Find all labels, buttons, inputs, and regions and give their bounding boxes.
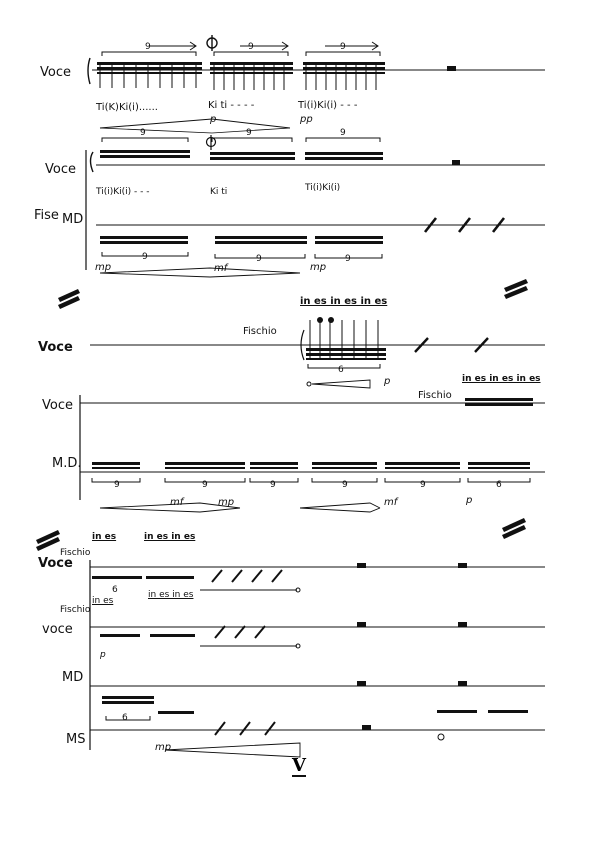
system-1: [87, 35, 545, 134]
syllable-text: Ti(i)Ki(i): [305, 183, 341, 193]
tuplet-number: 9: [142, 252, 148, 262]
syllable-text: in es in es in es: [462, 374, 541, 384]
dynamic-marking: mp: [155, 742, 172, 753]
instrument-label-md: MD: [62, 670, 84, 685]
beam-group: [97, 62, 202, 74]
system-3: [90, 317, 545, 389]
tuplet-number: 9: [340, 128, 346, 138]
dynamic-marking: p: [210, 114, 217, 125]
instrument-label-voce: Voce: [38, 556, 73, 571]
section-break-marker: [36, 518, 526, 551]
system-5: [89, 560, 545, 758]
syllable-text: in es in es: [144, 532, 196, 542]
tuplet-number: 9: [202, 480, 208, 490]
tuplet-number: 9: [256, 254, 262, 264]
syllable-text: Ti(i)Ki(i) - - -: [96, 187, 150, 197]
section-break-marker: [58, 279, 528, 309]
tuplet-number: 9: [342, 480, 348, 490]
tuplet-number: 6: [338, 365, 344, 375]
syllable-text: Ki ti - - - -: [208, 100, 255, 111]
syllable-text: Ki ti: [210, 187, 228, 197]
syllable-text: Ti(K)Ki(i)......: [96, 102, 158, 113]
technique-fischio: Fischio: [418, 390, 452, 401]
tuplet-number: 9: [270, 480, 276, 490]
tuplet-number: 9: [140, 128, 146, 138]
system-4: [79, 395, 545, 513]
technique-fischio: Fischio: [243, 326, 277, 337]
dynamic-marking: pp: [300, 114, 313, 125]
tuplet-number: 9: [145, 42, 151, 52]
instrument-label-voce: Voce: [38, 340, 73, 355]
syllable-text: in es: [92, 596, 114, 606]
tuplet-number: 9: [246, 128, 252, 138]
dynamic-marking: mf: [170, 497, 184, 508]
beam-group: [210, 62, 293, 74]
syllable-text: in es in es in es: [300, 296, 388, 307]
dynamic-marking: mp: [218, 497, 235, 508]
tuplet-number: 9: [114, 480, 120, 490]
syllable-text: in es: [92, 532, 117, 542]
dynamic-marking: p: [384, 376, 391, 387]
tuplet-number: 9: [340, 42, 346, 52]
tuplet-number: 6: [122, 713, 128, 723]
tuplet-number: 9: [345, 254, 351, 264]
dynamic-marking: p: [100, 650, 106, 660]
beam-group: [303, 62, 385, 74]
instrument-label-voce: Voce: [40, 65, 71, 80]
instrument-label-fise: Fise: [34, 208, 59, 223]
dynamic-marking: mf: [384, 497, 398, 508]
tuplet-number: 6: [112, 585, 118, 595]
instrument-label-voce: voce: [42, 622, 73, 637]
tuplet-number: 9: [420, 480, 426, 490]
instrument-label-voce: Voce: [45, 162, 76, 177]
syllable-text: in es in es: [148, 590, 194, 600]
system-2: [85, 135, 545, 278]
instrument-label-md: MD: [62, 212, 84, 227]
instrument-label-md: M.D.: [52, 456, 82, 471]
instrument-label-voce: Voce: [42, 398, 73, 413]
technique-fischio: Fischio: [60, 605, 91, 615]
dynamic-marking: mf: [214, 263, 228, 274]
tuplet-number: 6: [496, 480, 502, 490]
dynamic-marking: mp: [310, 262, 327, 273]
dynamic-marking: mp: [95, 262, 112, 273]
tuplet-number: 9: [248, 42, 254, 52]
technique-fischio: Fischio: [60, 548, 91, 558]
page-number: V: [292, 755, 306, 777]
syllable-text: Ti(i)Ki(i) - - -: [298, 100, 358, 111]
instrument-label-ms: MS: [66, 732, 86, 747]
dynamic-marking: p: [466, 495, 473, 506]
